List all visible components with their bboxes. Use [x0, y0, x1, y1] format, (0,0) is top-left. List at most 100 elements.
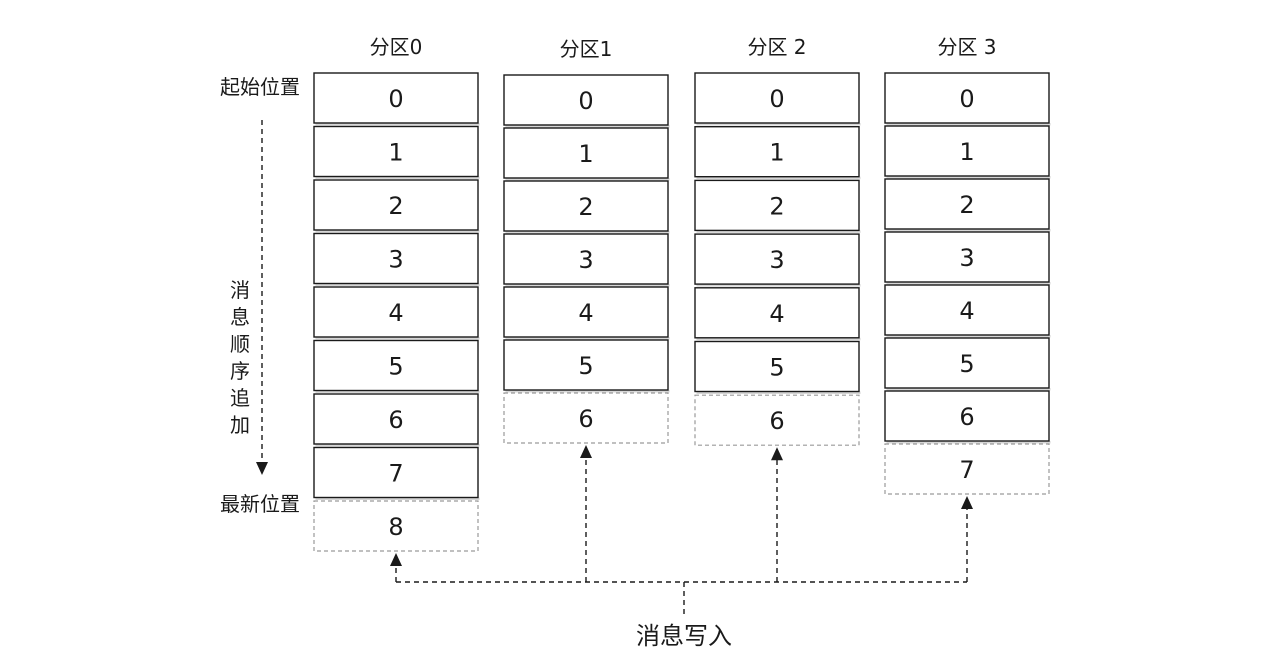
offset-number: 4 [959, 297, 974, 325]
offset-cell [313, 72, 479, 124]
offset-cell [694, 179, 860, 232]
cell-shadow [315, 230, 480, 233]
offset-cell [503, 180, 669, 232]
offset-number: 4 [388, 299, 403, 327]
cell-shadow [315, 497, 480, 500]
append-order-char: 追 [230, 386, 250, 410]
cell-shadow [505, 284, 670, 287]
offset-number: 0 [769, 85, 784, 113]
offset-cell [884, 178, 1050, 230]
offset-number: 3 [388, 246, 403, 274]
cell-shadow [696, 176, 861, 180]
offset-cell [884, 231, 1050, 283]
offset-number: 1 [578, 140, 593, 168]
cell-shadow [315, 337, 480, 340]
offset-number: 1 [959, 138, 974, 166]
offset-number: 6 [388, 406, 403, 434]
cell-shadow [505, 390, 670, 393]
pending-offset-number: 6 [578, 405, 593, 433]
partition-title: 分区 2 [747, 35, 806, 59]
offset-cell [503, 339, 669, 391]
pending-offset-cell [313, 500, 479, 552]
cell-shadow [886, 176, 1051, 179]
cell-shadow [505, 337, 670, 340]
offset-cell [313, 393, 479, 445]
append-order-char: 序 [230, 359, 250, 383]
cell-shadow [315, 123, 480, 126]
pending-offset-number: 6 [769, 407, 784, 435]
append-order-char: 顺 [230, 332, 250, 356]
offset-cell [503, 74, 669, 126]
offset-cell [313, 232, 479, 285]
cell-shadow [886, 229, 1051, 232]
start-position-label: 起始位置 [220, 75, 300, 99]
offset-cell [884, 284, 1050, 336]
cell-shadow [886, 388, 1051, 391]
cell-shadow [886, 123, 1051, 126]
pending-offset-number: 7 [959, 456, 974, 484]
append-order-char: 息 [230, 305, 250, 329]
offset-cell [503, 233, 669, 285]
offset-cell [313, 286, 479, 338]
offset-number: 1 [388, 139, 403, 167]
cell-shadow [886, 441, 1051, 444]
offset-number: 3 [578, 246, 593, 274]
partition-title: 分区1 [560, 37, 613, 61]
cell-shadow [505, 231, 670, 234]
offset-cell [884, 125, 1050, 177]
offset-number: 2 [578, 193, 593, 221]
offset-cell [313, 339, 479, 392]
offset-cell [503, 286, 669, 338]
offset-number: 3 [769, 246, 784, 274]
offset-number: 2 [769, 192, 784, 220]
write-arrowhead [580, 445, 592, 458]
offset-number: 5 [959, 350, 974, 378]
offset-number: 3 [959, 244, 974, 272]
cell-shadow [886, 335, 1051, 338]
cell-shadow [886, 282, 1051, 285]
cell-shadow [315, 176, 480, 179]
partition-title: 分区 3 [937, 35, 996, 59]
offset-number: 2 [959, 191, 974, 219]
offset-number: 2 [388, 192, 403, 220]
offset-number: 0 [959, 85, 974, 113]
offset-cell [694, 287, 860, 339]
offset-cell [313, 446, 479, 499]
cell-shadow [315, 390, 480, 393]
offset-cell [313, 125, 479, 178]
write-connectors [390, 445, 973, 614]
cell-shadow [505, 125, 670, 128]
write-arrowhead [771, 447, 783, 461]
message-write-label: 消息写入 [636, 622, 732, 650]
offset-number: 5 [578, 352, 593, 380]
cell-shadow [315, 283, 480, 286]
offset-cell [884, 72, 1050, 124]
offset-number: 7 [388, 460, 403, 488]
offset-cell [503, 127, 669, 179]
offset-cell [694, 72, 860, 124]
latest-position-label: 最新位置 [220, 492, 300, 516]
pending-offset-number: 8 [388, 513, 403, 541]
offset-number: 4 [769, 300, 784, 328]
offset-cell [694, 233, 860, 285]
cell-shadow [505, 178, 670, 181]
offset-cell [694, 340, 860, 393]
offset-number: 5 [388, 353, 403, 381]
partition-title: 分区0 [370, 35, 423, 59]
offset-cell [884, 337, 1050, 389]
offset-cell [694, 125, 860, 178]
cell-shadow [696, 284, 861, 287]
pending-offset-cell [503, 392, 669, 444]
cell-shadow [696, 391, 861, 394]
cell-shadow [315, 444, 480, 447]
cell-shadow [696, 230, 861, 233]
offset-number: 0 [578, 87, 593, 115]
append-order-char: 加 [230, 413, 250, 437]
pending-offset-cell [694, 394, 860, 446]
